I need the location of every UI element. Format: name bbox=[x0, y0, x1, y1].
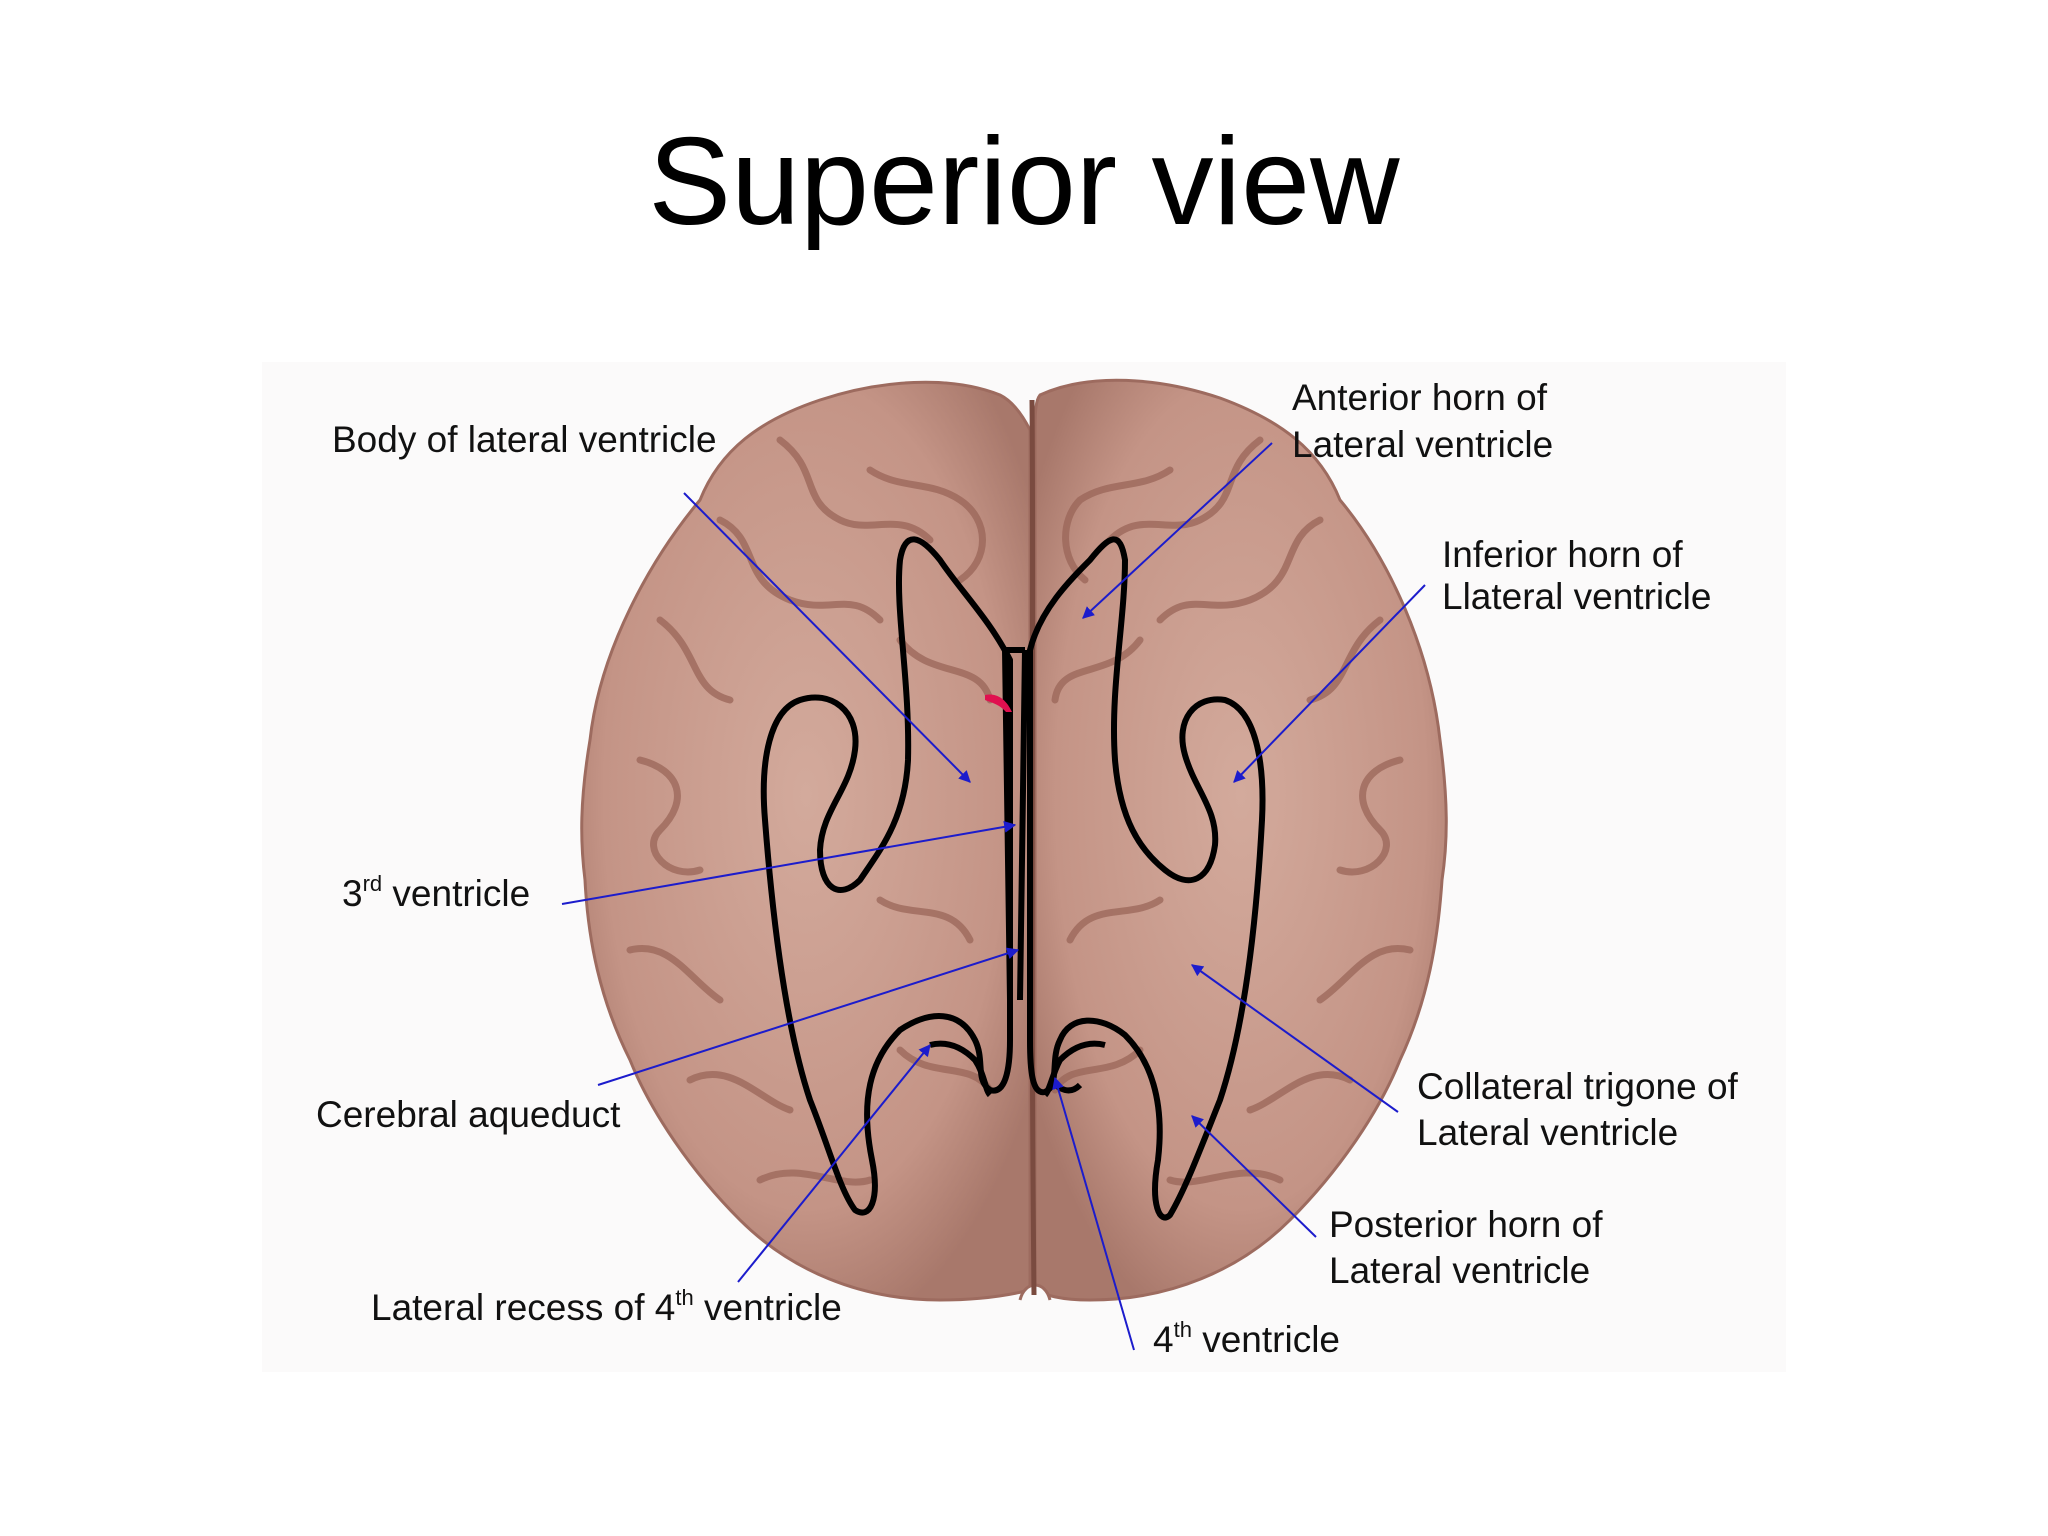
pointer-third-ventricle bbox=[561, 820, 1017, 905]
label-collateral-trigone: Collateral trigone of Lateral ventricle bbox=[1417, 1066, 1748, 1153]
pointer-posterior-horn bbox=[1191, 1115, 1317, 1238]
left-hemisphere bbox=[580, 380, 1032, 1302]
pointer-body-lateral bbox=[683, 492, 971, 783]
pointer-fourth-ventricle bbox=[1052, 1076, 1135, 1351]
label-fourth-ventricle: 4th ventricle bbox=[1153, 1317, 1340, 1360]
label-anterior-horn: Anterior horn of Lateral ventricle bbox=[1292, 377, 1557, 465]
label-third-ventricle: 3rd ventricle bbox=[342, 871, 530, 914]
label-cerebral-aqueduct: Cerebral aqueduct bbox=[316, 1094, 621, 1135]
pointer-inferior-horn bbox=[1233, 584, 1426, 783]
slide-title: Superior view bbox=[648, 113, 1400, 251]
label-inferior-horn: Inferior horn of Llateral ventricle bbox=[1442, 534, 1711, 617]
label-posterior-horn: Posterior horn of Lateral ventricle bbox=[1329, 1204, 1613, 1291]
pointer-anterior-horn bbox=[1082, 442, 1273, 619]
label-body-lateral-ventricle: Body of lateral ventricle bbox=[332, 419, 717, 460]
right-hemisphere bbox=[1033, 378, 1448, 1302]
left-lateral-ventricle bbox=[760, 536, 1013, 1216]
accent-mark bbox=[985, 694, 1012, 712]
pointer-lines bbox=[561, 442, 1426, 1351]
pointer-cerebral-aqueduct bbox=[597, 947, 1020, 1086]
label-lateral-recess: Lateral recess of 4th ventricle bbox=[371, 1285, 842, 1328]
right-lateral-ventricle bbox=[1027, 536, 1266, 1221]
ventricle-outline bbox=[760, 536, 1266, 1221]
pointer-lateral-recess bbox=[737, 1044, 931, 1283]
pointer-collateral-trigone bbox=[1191, 964, 1399, 1113]
